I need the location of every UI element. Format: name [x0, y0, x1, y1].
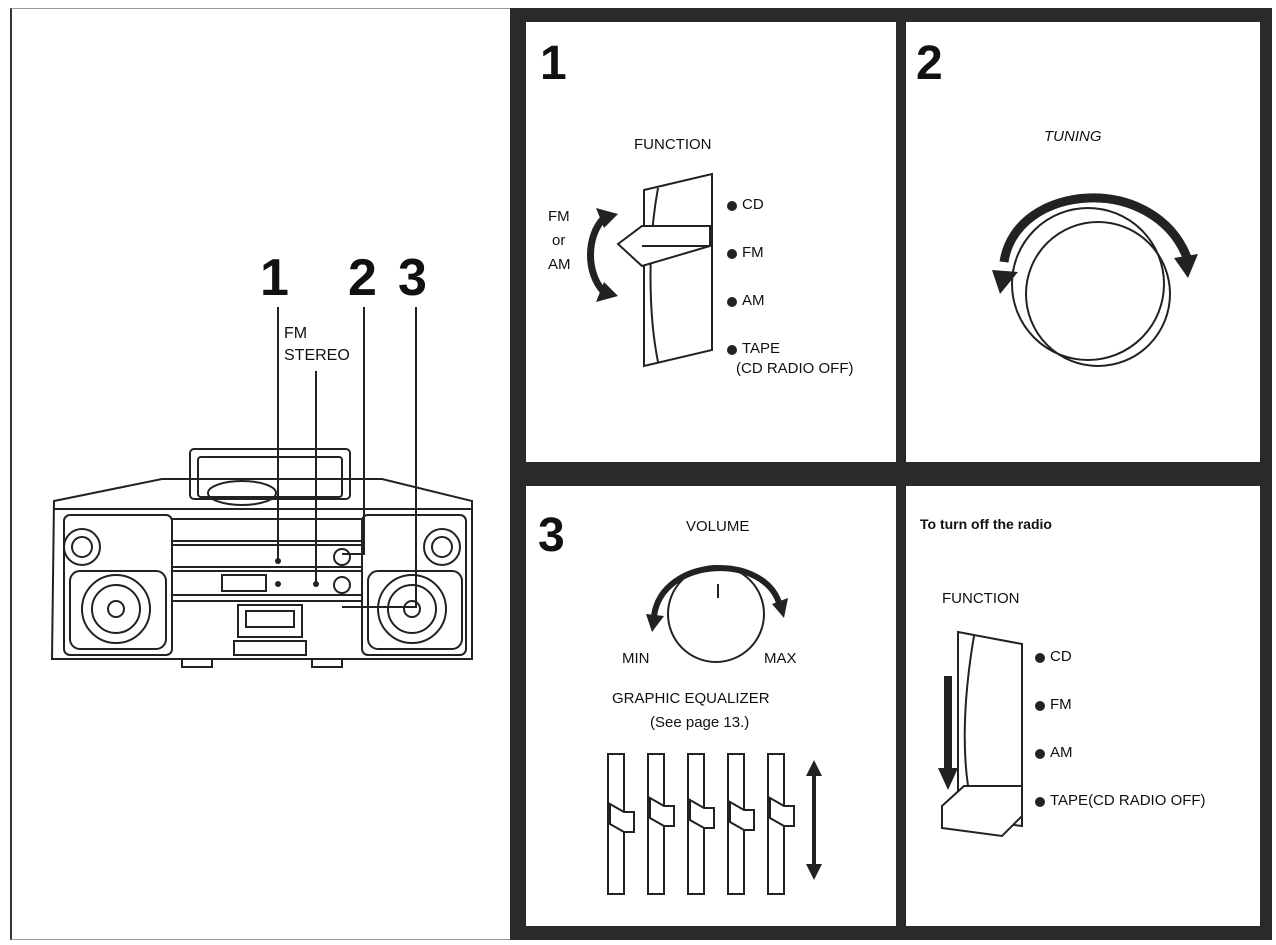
callout-1: 1	[260, 249, 289, 307]
turn-off-heading: To turn off the radio	[920, 516, 1052, 532]
step1-arrow-label-or: or	[552, 232, 566, 249]
step3-eq-label: GRAPHIC EQUALIZER	[612, 690, 770, 707]
step1-position-cd: CD	[742, 196, 764, 213]
turn-off-function-label: FUNCTION	[942, 590, 1020, 607]
steps-grid: 1 FUNCTION FM or AM	[510, 8, 1272, 940]
step1-position-am: AM	[742, 292, 765, 309]
turn-off-position-tape: TAPE(CD RADIO OFF)	[1050, 792, 1206, 809]
boombox-illustration	[50, 307, 473, 668]
step1-arrow-label-am: AM	[548, 256, 571, 273]
function-switch-off-illustration	[938, 630, 1045, 838]
volume-and-eq-illustration	[607, 565, 822, 895]
step2-tuning-label: TUNING	[1044, 128, 1102, 145]
step3-eq-note: (See page 13.)	[650, 714, 750, 731]
turn-off-position-cd: CD	[1050, 648, 1072, 665]
step3-panel: 3 VOLUME MIN MAX GRAPHIC EQUALIZER (See …	[526, 486, 896, 926]
turn-off-panel: To turn off the radio FUNCTION CD F	[906, 486, 1260, 926]
function-switch-illustration	[587, 172, 737, 368]
step1-position-tape: TAPE	[742, 340, 781, 357]
step3-number: 3	[538, 509, 565, 562]
step1-function-label: FUNCTION	[634, 136, 712, 153]
step3-volume-label: VOLUME	[686, 518, 750, 535]
step2-number: 2	[916, 37, 943, 90]
turn-off-position-am: AM	[1050, 744, 1073, 761]
tuning-knob-illustration	[992, 193, 1198, 367]
step3-max-label: MAX	[764, 650, 797, 667]
overview-panel: 1 2 3 FM STEREO	[10, 8, 512, 940]
fm-stereo-label-line2: STEREO	[284, 347, 350, 364]
step1-number: 1	[540, 37, 567, 90]
callout-2: 2	[348, 249, 377, 307]
step3-min-label: MIN	[622, 650, 650, 667]
step1-tape-note: (CD RADIO OFF)	[736, 360, 854, 377]
fm-stereo-label-line1: FM	[284, 325, 308, 342]
step1-arrow-label-fm: FM	[548, 208, 570, 225]
turn-off-position-fm: FM	[1050, 696, 1072, 713]
step2-panel: 2 TUNING	[906, 22, 1260, 462]
step1-position-fm: FM	[742, 244, 764, 261]
callout-3: 3	[398, 249, 427, 307]
step1-panel: 1 FUNCTION FM or AM	[526, 22, 896, 462]
